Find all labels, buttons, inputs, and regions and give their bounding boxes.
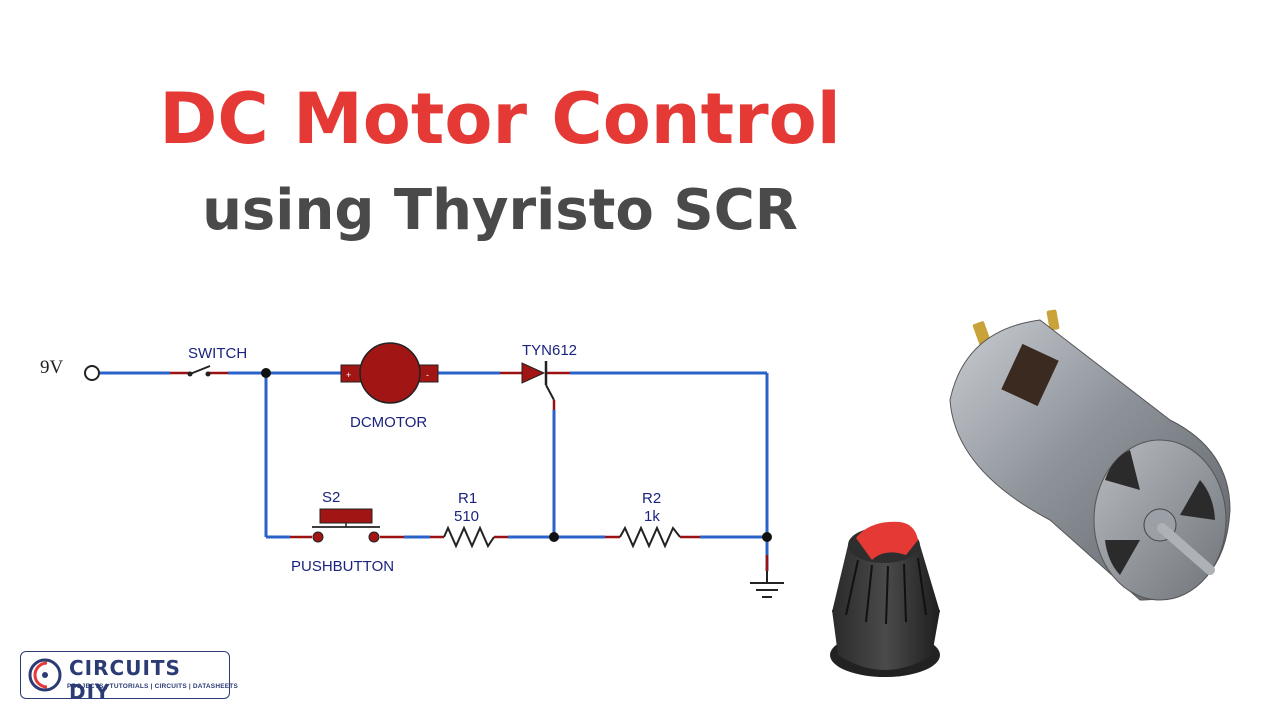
resistor-r1-symbol [443, 525, 495, 549]
potentiometer-knob-photo [830, 521, 940, 677]
supply-label: 9V [40, 357, 64, 378]
scr-symbol [521, 361, 555, 401]
r2-ref-label: R2 [642, 490, 661, 507]
svg-text:+: + [346, 370, 351, 380]
svg-text:-: - [426, 370, 429, 380]
r1-ref-label: R1 [458, 490, 477, 507]
switch-symbol [187, 365, 211, 377]
dc-motor-symbol: + - [340, 342, 439, 404]
junction-dots [261, 368, 772, 542]
switch-label: SWITCH [188, 345, 247, 362]
pushbutton-symbol [312, 508, 380, 543]
button-label: PUSHBUTTON [291, 558, 394, 575]
resistor-r2-symbol [619, 525, 681, 549]
r2-value-label: 1k [644, 508, 660, 525]
logo-cd-icon [28, 658, 62, 692]
dc-motor-photo [949, 309, 1231, 601]
logo-name: CIRCUITS DIY [69, 656, 181, 704]
title-line-1: DC Motor Control [159, 78, 841, 160]
button-ref-label: S2 [322, 489, 340, 506]
motor-label: DCMOTOR [350, 414, 427, 431]
r1-value-label: 510 [454, 508, 479, 525]
title-line-2: using Thyristo SCR [202, 178, 798, 243]
wires [100, 371, 769, 571]
supply-terminal [84, 365, 100, 381]
logo-tagline: PROJECTS | TUTORIALS | CIRCUITS | DATASH… [67, 683, 238, 690]
scr-label: TYN612 [522, 342, 577, 359]
circuits-diy-logo: CIRCUITS DIY PROJECTS | TUTORIALS | CIRC… [20, 651, 238, 704]
ground-symbol [750, 571, 784, 598]
